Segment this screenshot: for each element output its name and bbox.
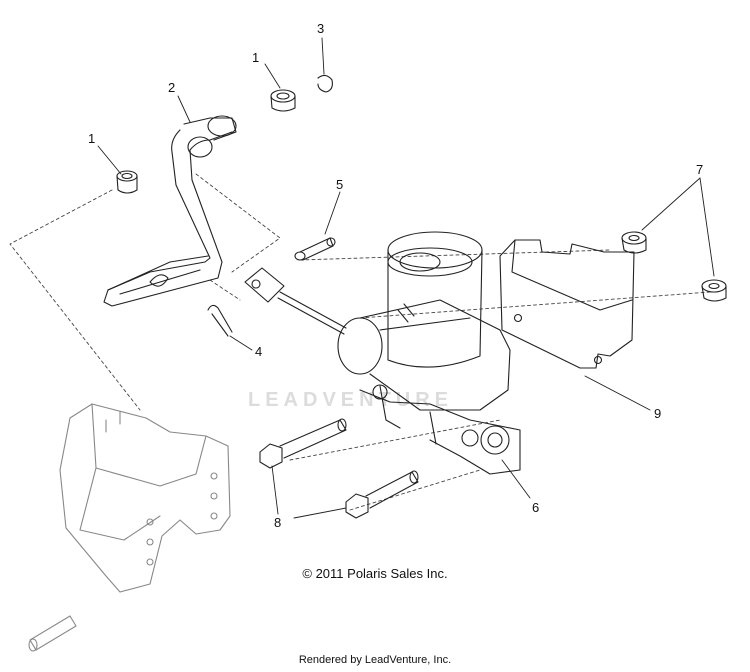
flange-nut-upper xyxy=(621,231,647,254)
master-cylinder xyxy=(337,231,521,475)
leader-lines xyxy=(97,37,715,519)
callout-3: 3 xyxy=(317,21,324,36)
callout-4: 4 xyxy=(255,344,262,359)
watermark-text: LEADVENTURE xyxy=(248,389,453,411)
bushing-left xyxy=(116,170,138,194)
flange-nut-lower xyxy=(701,279,727,302)
e-clip xyxy=(317,74,333,93)
bolt-upper xyxy=(259,418,347,469)
callout-labels: 1 1 2 3 4 5 6 7 8 9 xyxy=(88,21,703,530)
mounting-bracket xyxy=(499,239,635,369)
assembly-dashed-lines xyxy=(9,173,711,511)
callout-7: 7 xyxy=(696,162,703,177)
rendered-by-text: Rendered by LeadVenture, Inc. xyxy=(298,654,452,666)
callout-9: 9 xyxy=(654,406,661,421)
bushing-top xyxy=(270,89,296,112)
callout-8: 8 xyxy=(274,515,281,530)
brake-pedal xyxy=(103,115,237,307)
cotter-pin xyxy=(207,304,233,337)
callout-2: 2 xyxy=(168,80,175,95)
bolt-lower xyxy=(345,470,419,519)
callout-6: 6 xyxy=(532,500,539,515)
frame-bracket xyxy=(28,403,231,652)
callout-1-top: 1 xyxy=(252,50,259,65)
copyright-text: © 2011 Polaris Sales Inc. xyxy=(302,566,448,581)
callout-1-left: 1 xyxy=(88,131,95,146)
push-rod-clevis xyxy=(244,267,347,335)
callout-5: 5 xyxy=(336,177,343,192)
clevis-pin xyxy=(294,237,336,261)
